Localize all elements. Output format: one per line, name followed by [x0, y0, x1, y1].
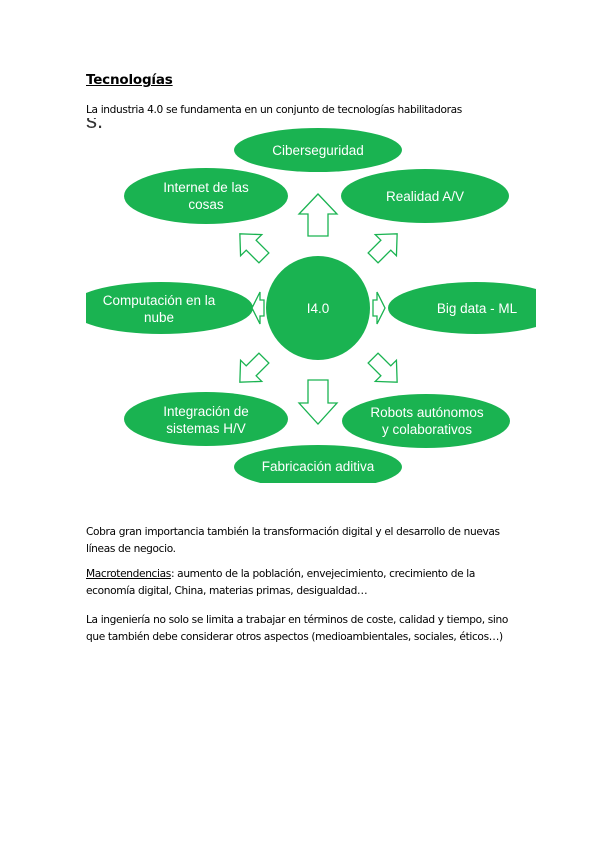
label-ciberseguridad: Ciberseguridad	[272, 143, 364, 158]
paragraph-line: Cobra gran importancia también la transf…	[86, 526, 500, 538]
paragraph-line: líneas de negocio.	[86, 543, 176, 555]
section-title: Tecnologías	[86, 72, 173, 88]
label-internet-line2: cosas	[188, 197, 224, 212]
paragraph-ingenieria: La ingeniería no solo se limita a trabaj…	[86, 612, 516, 646]
arrow-up-left-icon	[239, 233, 270, 264]
macrotendencias-label: Macrotendencias	[86, 568, 171, 580]
clipped-text-fragment: s.	[86, 118, 103, 130]
arrow-up-icon	[297, 193, 339, 237]
node-ciberseguridad	[234, 128, 402, 172]
node-internet-cosas	[124, 168, 288, 224]
label-computacion-line1: Computación en la	[103, 293, 216, 308]
paragraph-line: La ingeniería no solo se limita a trabaj…	[86, 614, 509, 626]
arrow-right-icon	[372, 291, 386, 325]
node-integracion-sistemas	[124, 392, 288, 446]
arrow-down-left-icon	[239, 352, 270, 383]
node-robots	[342, 394, 510, 448]
paragraph-line: Macrotendencias: aumento de la población…	[86, 566, 516, 583]
label-big-data: Big data - ML	[437, 301, 518, 316]
label-robots-line2: y colaborativos	[382, 422, 472, 437]
label-integracion-line2: sistemas H/V	[166, 421, 246, 436]
arrow-down-right-icon	[367, 352, 398, 383]
node-computacion-nube	[86, 282, 253, 334]
diagram-svg: Ciberseguridad Internet de las cosas Rea…	[86, 128, 536, 483]
i40-technologies-diagram: Ciberseguridad Internet de las cosas Rea…	[86, 128, 536, 483]
label-computacion-line2: nube	[144, 310, 174, 325]
paragraph-line: economía digital, China, materias primas…	[86, 585, 368, 597]
node-fabricacion-aditiva	[234, 445, 402, 483]
label-fabricacion: Fabricación aditiva	[262, 459, 375, 474]
paragraph-macrotendencias: Macrotendencias: aumento de la población…	[86, 566, 516, 600]
label-internet-line1: Internet de las	[163, 180, 249, 195]
label-integracion-line1: Integración de	[163, 404, 249, 419]
macrotendencias-text: : aumento de la población, envejecimient…	[170, 568, 475, 580]
center-node-i40	[266, 256, 370, 360]
arrows-group	[239, 193, 398, 425]
paragraph-transformacion: Cobra gran importancia también la transf…	[86, 524, 516, 558]
arrow-up-right-icon	[367, 233, 398, 264]
node-realidad-av	[341, 169, 509, 223]
arrow-left-icon	[251, 291, 265, 325]
label-robots-line1: Robots autónomos	[370, 405, 484, 420]
node-big-data	[388, 282, 536, 334]
label-center: I4.0	[307, 301, 330, 316]
intro-text: La industria 4.0 se fundamenta en un con…	[86, 104, 462, 116]
label-realidad-av: Realidad A/V	[386, 189, 464, 204]
paragraph-line: que también debe considerar otros aspect…	[86, 631, 503, 643]
arrow-down-icon	[297, 379, 339, 425]
